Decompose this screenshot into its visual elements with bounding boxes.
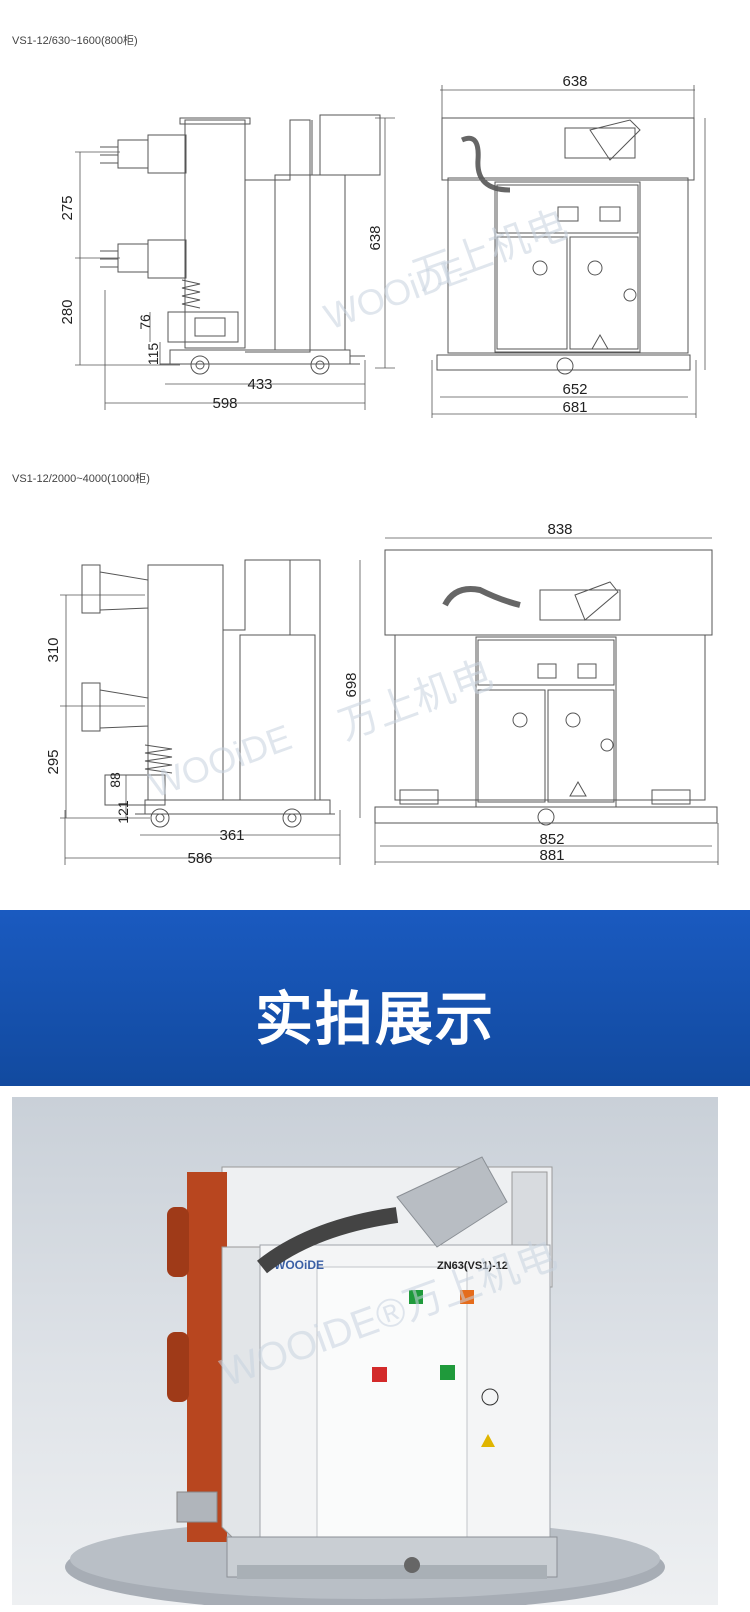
photo-model: ZN63(VS1)-12 [437,1260,508,1272]
dim-310: 310 [45,637,62,662]
dim-433: 433 [247,376,272,393]
drawing-2-model-label: VS1-12/2000~4000(1000柜) [12,473,150,485]
dim-698: 698 [343,672,360,697]
dim-838: 838 [547,521,572,538]
dim-115: 115 [145,343,161,366]
drawing-1: VS1-12/630~1600(800柜) [0,0,750,440]
watermark-2-cn: 万上机电 [333,652,498,748]
drawing-2-views: 310 295 88 121 361 586 838 698 852 881 W… [45,521,719,867]
product-photo: WOOiDE ZN63(VS1)-12 WOOiDE®万上机电 [12,1097,718,1605]
dim-88: 88 [107,772,123,788]
dim-852: 852 [539,831,564,848]
dim-76: 76 [137,314,153,330]
dim-881: 881 [539,847,564,864]
photo-brand: WOOiDE [274,1258,324,1272]
dim-586: 586 [187,850,212,867]
dim-638-top: 638 [562,73,587,90]
watermark-1-cn: 万上机电 [408,202,573,298]
drawing-1-side-view: 275 280 76 115 433 598 638 638 652 681 W… [59,73,706,418]
dim-280: 280 [59,299,76,324]
dim-295: 295 [45,749,62,774]
dim-121: 121 [115,800,131,824]
dim-638-height: 638 [367,225,384,250]
drawing-2: VS1-12/2000~4000(1000柜) [0,440,750,910]
watermark-2: WOOiDE [144,716,297,805]
breaker-illustration: WOOiDE ZN63(VS1)-12 WOOiDE®万上机电 [65,1156,665,1605]
drawing-1-model-label: VS1-12/630~1600(800柜) [12,35,138,47]
dim-275: 275 [59,195,76,220]
dim-361: 361 [219,827,244,844]
banner-title: 实拍展示 [254,985,495,1053]
dim-681: 681 [562,399,587,416]
dim-598: 598 [212,395,237,412]
section-banner: 实拍展示 [0,910,750,1086]
dim-652: 652 [562,381,587,398]
